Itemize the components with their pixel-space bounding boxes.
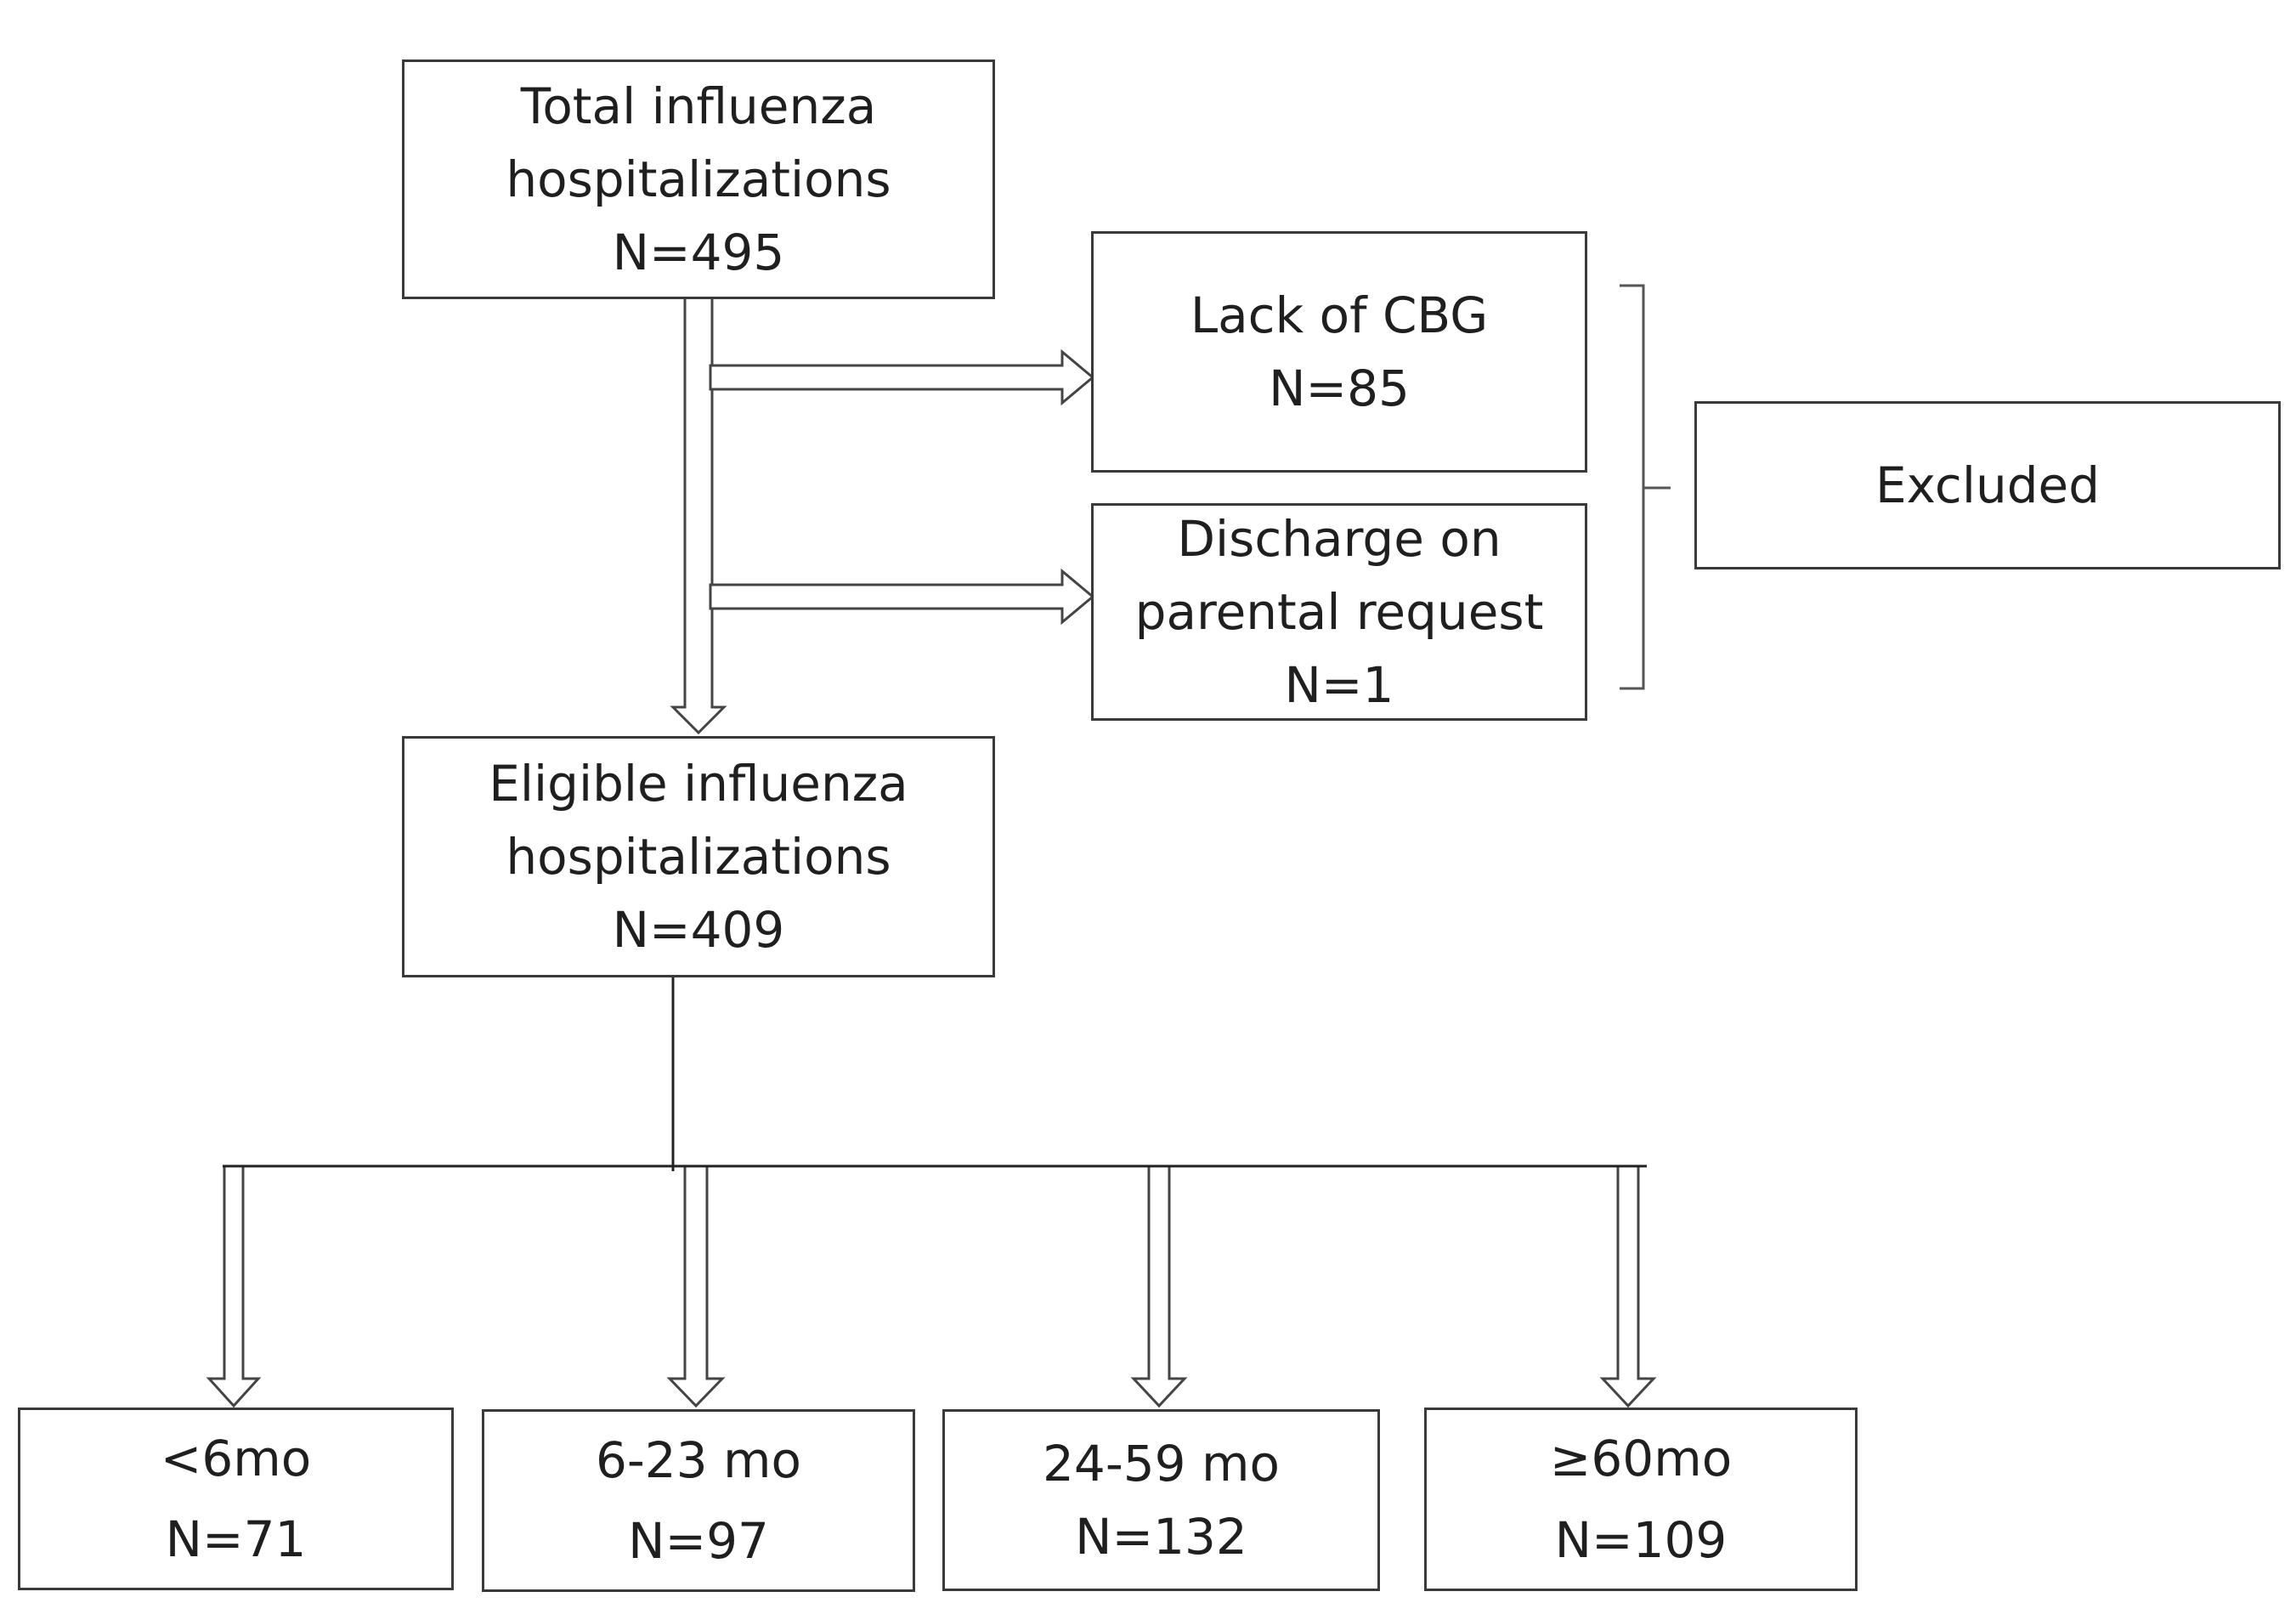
- eligible-hospitalizations-box: Eligible influenza hospitalizations N=40…: [402, 736, 995, 977]
- total-hospitalizations-box: Total influenza hospitalizations N=495: [402, 59, 995, 299]
- age-group-60mo-plus-box: ≥60mo N=109: [1424, 1408, 1858, 1591]
- excluded-box: Excluded: [1694, 401, 2281, 569]
- arrow-to-age-under-6mo: [206, 1164, 262, 1408]
- arrow-total-to-eligible: [670, 296, 727, 735]
- age-group-label: <6mo: [160, 1429, 312, 1487]
- arrow-to-age-6-23mo: [666, 1164, 726, 1408]
- total-title-line1: Total influenza: [520, 77, 877, 135]
- arrow-to-lack-of-cbg: [709, 348, 1095, 406]
- arrow-to-age-60mo-plus: [1599, 1164, 1657, 1408]
- arrow-to-age-24-59mo: [1130, 1164, 1188, 1408]
- exclusion-discharge-box: Discharge on parental request N=1: [1091, 503, 1587, 721]
- age-group-count: N=109: [1554, 1511, 1728, 1569]
- age-group-24-59mo-box: 24-59 mo N=132: [942, 1409, 1380, 1591]
- exclusion-bracket: [1620, 284, 1671, 690]
- discharge-label-line1: Discharge on: [1177, 510, 1501, 568]
- age-group-count: N=132: [1075, 1508, 1247, 1566]
- lack-of-cbg-label: Lack of CBG: [1190, 286, 1489, 344]
- lack-of-cbg-count: N=85: [1269, 360, 1410, 417]
- discharge-count: N=1: [1284, 656, 1394, 714]
- age-group-label: 6-23 mo: [595, 1430, 802, 1489]
- discharge-label-line2: parental request: [1134, 583, 1544, 641]
- exclusion-lack-of-cbg-box: Lack of CBG N=85: [1091, 231, 1587, 473]
- eligible-title-line2: hospitalizations: [506, 828, 891, 886]
- total-count: N=495: [612, 224, 785, 281]
- age-group-under-6mo-box: <6mo N=71: [18, 1408, 454, 1590]
- age-group-label: ≥60mo: [1549, 1430, 1733, 1487]
- age-group-6-23mo-box: 6-23 mo N=97: [482, 1409, 915, 1592]
- age-group-count: N=71: [165, 1510, 307, 1569]
- age-group-label: 24-59 mo: [1043, 1435, 1280, 1493]
- excluded-label: Excluded: [1875, 456, 2101, 514]
- age-group-count: N=97: [628, 1512, 769, 1571]
- arrow-to-discharge: [709, 568, 1095, 626]
- total-title-line2: hospitalizations: [506, 150, 891, 208]
- eligible-count: N=409: [612, 901, 785, 959]
- eligible-title-line1: Eligible influenza: [489, 755, 908, 813]
